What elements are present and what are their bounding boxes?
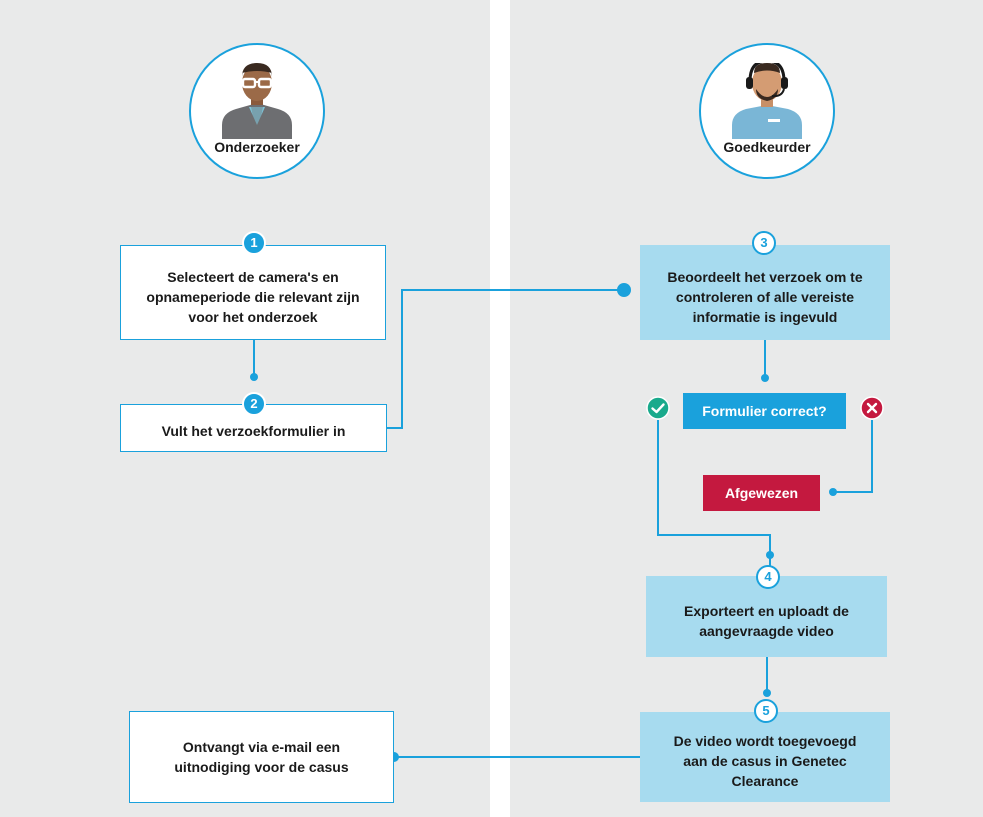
decision-question: Formulier correct?: [702, 403, 827, 419]
step-1-box: Selecteert de camera's en opnameperiode …: [120, 245, 386, 340]
decision-box: Formulier correct?: [683, 393, 846, 429]
connector-2-3: [387, 289, 624, 429]
step-5-badge: 5: [754, 699, 778, 723]
check-icon: [646, 396, 670, 420]
connector-dot: [250, 373, 258, 381]
connector-dot: [761, 374, 769, 382]
approver-role: Goedkeurder: [699, 43, 835, 179]
step-1-text: Selecteert de camera's en opnameperiode …: [146, 268, 360, 325]
step-1-badge: 1: [242, 231, 266, 255]
step-2-text: Vult het verzoekformulier in: [161, 423, 346, 439]
step-3-badge: 3: [752, 231, 776, 255]
step-4-badge: 4: [756, 565, 780, 589]
rejected-label: Afgewezen: [724, 485, 799, 501]
step-5-box: De video wordt toegevoegd aan de casus i…: [640, 712, 890, 802]
cross-icon: [860, 396, 884, 420]
step-4-box: Exporteert en uploadt de aangevraagde vi…: [646, 576, 887, 657]
connector-dot: [763, 689, 771, 697]
connector-dot: [829, 488, 837, 496]
step-2-badge: 2: [242, 392, 266, 416]
step-2-box: Vult het verzoekformulier in: [120, 404, 387, 452]
final-box: Ontvangt via e-mail een uitnodiging voor…: [129, 711, 394, 803]
final-text: Ontvangt via e-mail een uitnodiging voor…: [174, 739, 349, 775]
step-4-text: Exporteert en uploadt de aangevraagde vi…: [684, 602, 849, 639]
investigator-role: Onderzoeker: [189, 43, 325, 179]
approver-label: Goedkeurder: [723, 139, 811, 155]
connector-dot: [617, 283, 631, 297]
approver-headset-avatar-icon: [732, 63, 802, 139]
step-5-text: De video wordt toegevoegd aan de casus i…: [673, 733, 857, 789]
connector-no-rejected: [833, 420, 873, 493]
connector-dot: [766, 551, 774, 559]
step-3-text: Beoordeelt het verzoek om te controleren…: [667, 268, 863, 325]
investigator-label: Onderzoeker: [214, 139, 300, 155]
step-3-box: Beoordeelt het verzoek om te controleren…: [640, 245, 890, 340]
rejected-box: Afgewezen: [703, 475, 820, 511]
investigator-avatar-icon: [222, 63, 292, 139]
